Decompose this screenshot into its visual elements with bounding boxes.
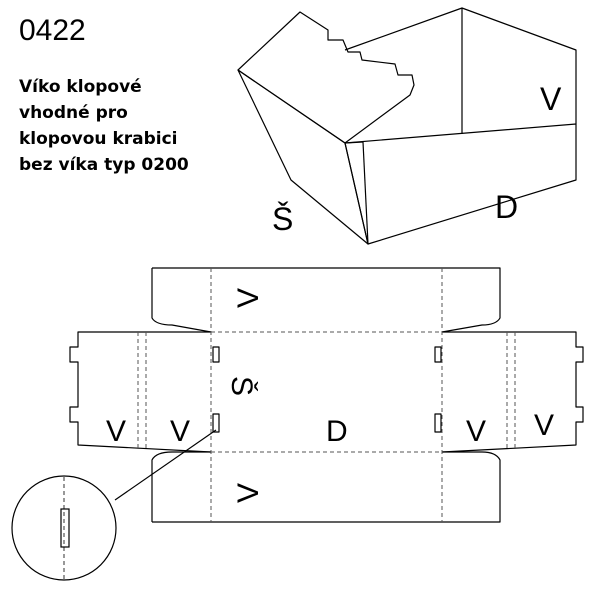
- description-line: Víko klopové: [19, 77, 142, 97]
- net-label-top: V: [232, 288, 265, 308]
- detail-circle: [11, 475, 117, 581]
- net-label-left-outer: V: [106, 415, 126, 448]
- net-label-right-inner: V: [466, 415, 486, 448]
- box-net: [69, 267, 584, 523]
- net-slot: [212, 346, 220, 363]
- product-code: 0422: [19, 14, 86, 47]
- net-label-d: D: [326, 415, 348, 448]
- detail-slot: [60, 508, 70, 548]
- description-line: bez víka typ 0200: [19, 155, 189, 175]
- box-label-d: D: [495, 189, 518, 225]
- box-label-s: Š: [272, 201, 293, 237]
- detail-pointer: [114, 429, 217, 501]
- net-label-bottom: V: [232, 483, 265, 503]
- net-label-right-outer: V: [534, 409, 554, 442]
- net-right-flap: [441, 331, 584, 453]
- description-line: vhodné pro: [19, 103, 128, 123]
- box-long-side: [344, 123, 577, 245]
- net-label-left-inner: V: [170, 415, 190, 448]
- net-slot: [434, 346, 442, 363]
- detail-magnifier: [11, 429, 217, 581]
- net-left-flap: [69, 331, 212, 453]
- net-bottom-flap: [151, 451, 501, 523]
- net-label-s: Š: [225, 376, 259, 396]
- description-line: klopovou krabici: [19, 129, 178, 149]
- box-rim-edge: [344, 141, 364, 144]
- net-slot: [212, 413, 220, 433]
- product-description: Víko klopové vhodné pro klopovou krabici…: [19, 74, 189, 178]
- box-label-v: V: [540, 81, 562, 117]
- box-top-edge: [344, 7, 577, 124]
- box-top-flap: [237, 11, 415, 144]
- net-top-flap: [151, 267, 501, 333]
- box-corner-edge: [362, 141, 369, 245]
- net-slot: [434, 413, 442, 433]
- box-3d: [237, 7, 577, 245]
- net-fold-lines: [137, 268, 516, 522]
